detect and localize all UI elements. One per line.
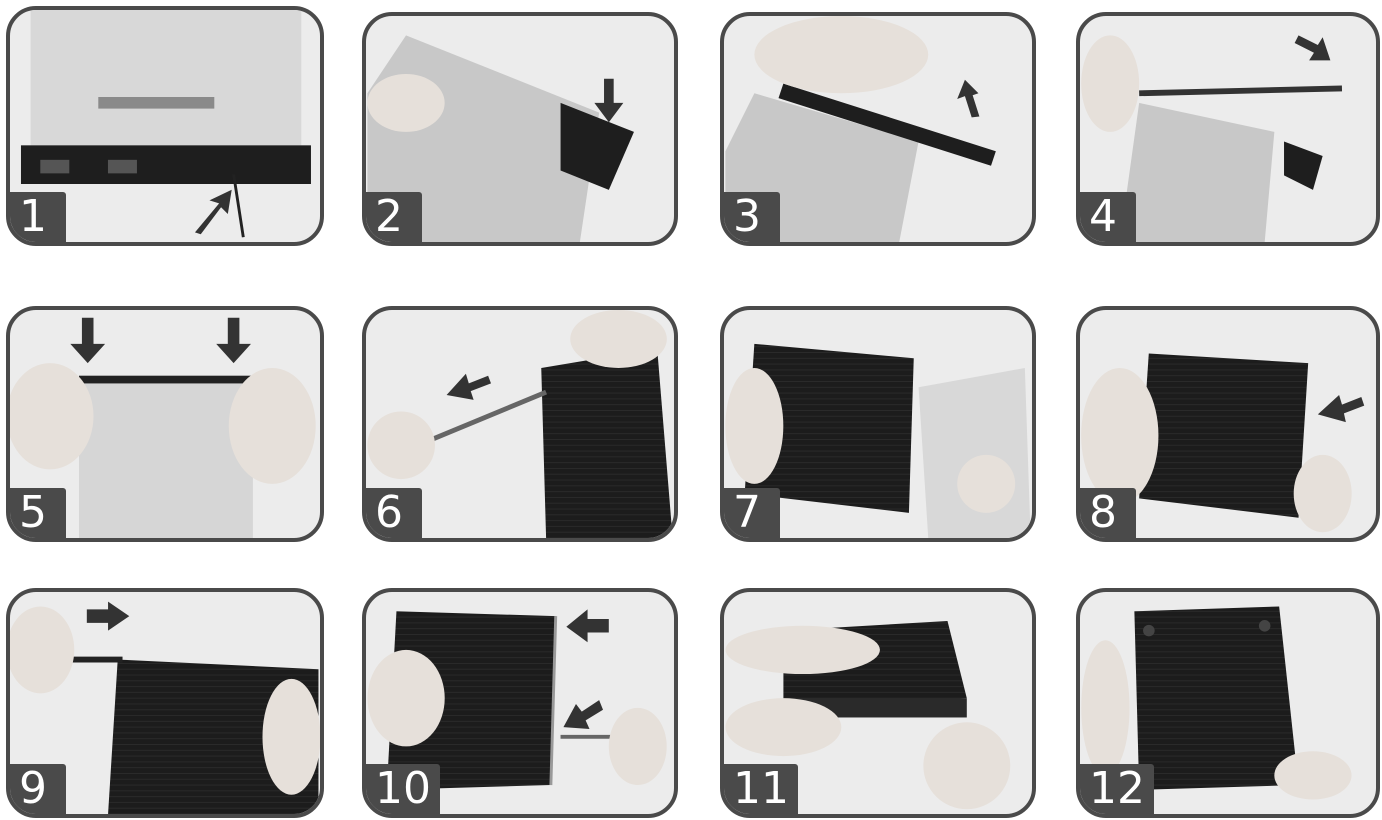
arrow-left-icon — [566, 609, 608, 642]
step-1-panel: 1 — [6, 6, 324, 246]
arrow-down-icon — [70, 318, 105, 363]
step-5-number: 5 — [10, 488, 66, 538]
arrow-down-icon — [216, 318, 251, 363]
step-10-number: 10 — [366, 764, 440, 814]
step-7-number: 7 — [724, 488, 780, 538]
step-12-panel: 12 — [1076, 588, 1380, 818]
arrow-up-icon — [957, 80, 979, 118]
arrow-up-right-icon — [195, 190, 232, 234]
step-4-panel: 4 — [1076, 12, 1380, 246]
step-7-panel: 7 — [720, 306, 1036, 542]
step-4-number: 4 — [1080, 192, 1136, 242]
step-5-panel: 5 — [6, 306, 324, 542]
step-6-number: 6 — [366, 488, 422, 538]
arrow-left-icon — [1318, 395, 1364, 422]
step-8-panel: 8 — [1076, 306, 1380, 542]
step-6-panel: 6 — [362, 306, 678, 542]
arrow-right-icon — [87, 602, 129, 631]
arrow-down-left-icon — [563, 700, 603, 729]
step-12-number: 12 — [1080, 764, 1154, 814]
step-8-number: 8 — [1080, 488, 1136, 538]
step-2-panel: 2 — [362, 12, 678, 246]
step-2-number: 2 — [366, 192, 422, 242]
arrow-down-right-icon — [1295, 35, 1331, 60]
step-11-number: 11 — [724, 764, 798, 814]
arrow-left-icon — [447, 374, 491, 400]
step-1-number: 1 — [10, 192, 66, 242]
step-11-panel: 11 — [720, 588, 1036, 818]
step-3-number: 3 — [724, 192, 780, 242]
step-3-panel: 3 — [720, 12, 1036, 246]
step-10-panel: 10 — [362, 588, 678, 818]
step-9-number: 9 — [10, 764, 66, 814]
step-9-panel: 9 — [6, 588, 324, 818]
